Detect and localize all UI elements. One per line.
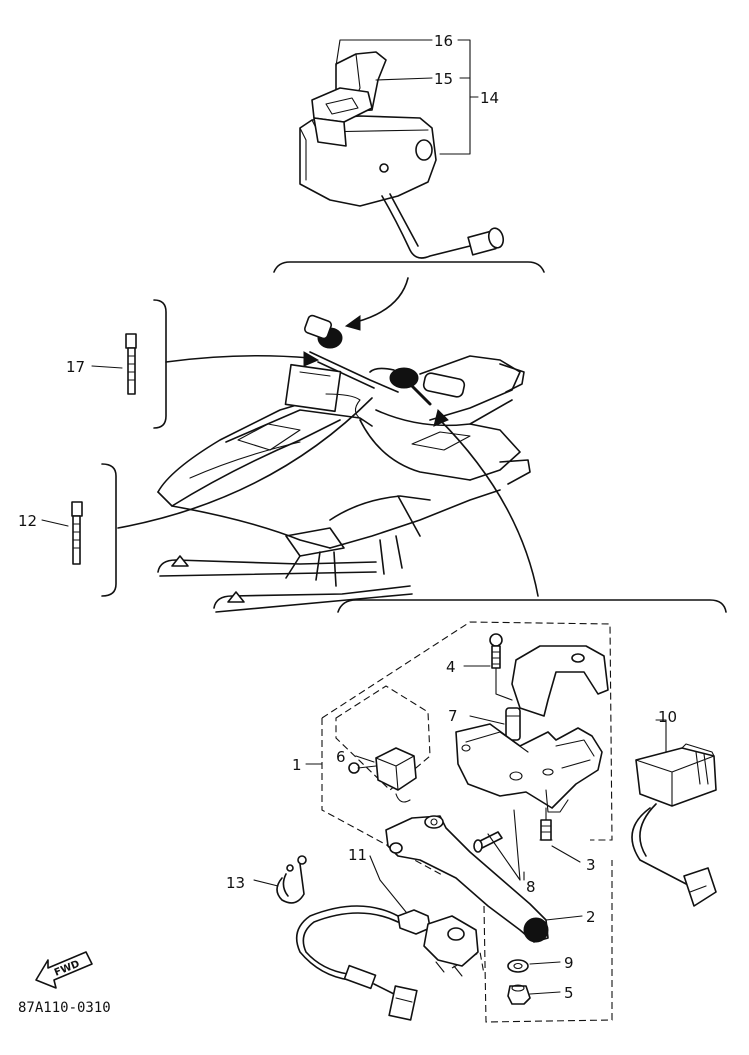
callout-5: 5 xyxy=(564,984,574,1002)
callout-4: 4 xyxy=(446,658,456,676)
drawing-code: 87A110-0310 xyxy=(18,1000,111,1016)
callout-3: 3 xyxy=(586,856,596,874)
callout-16: 16 xyxy=(434,32,453,50)
throttle-housing-icon xyxy=(299,51,505,259)
top-group-bracket xyxy=(273,261,545,273)
snowmobile-icon xyxy=(157,314,531,613)
callout-6: 6 xyxy=(336,748,346,766)
callout-17: 17 xyxy=(66,358,85,376)
brake-lever-icon xyxy=(295,633,717,1021)
callout-lines-bottom xyxy=(253,665,667,995)
cable-tie-icon xyxy=(91,333,137,395)
cable-tie-icon xyxy=(41,501,83,565)
assembly-frames xyxy=(321,621,613,1023)
callout-14: 14 xyxy=(480,89,499,107)
callout-7: 7 xyxy=(448,707,458,725)
callout-1: 1 xyxy=(292,756,302,774)
callout-11: 11 xyxy=(348,846,367,864)
callout-lines-top xyxy=(335,39,479,155)
pointer-arrow-bottom xyxy=(437,417,539,597)
bottom-group-bracket xyxy=(337,599,727,613)
callout-15: 15 xyxy=(434,70,453,88)
clip-13 xyxy=(276,855,307,904)
callout-9: 9 xyxy=(564,954,574,972)
callout-8: 8 xyxy=(526,878,536,896)
fwd-arrow-icon xyxy=(35,951,93,989)
callout-2: 2 xyxy=(586,908,596,926)
callout-12: 12 xyxy=(18,512,37,530)
callout-10: 10 xyxy=(658,708,677,726)
callout-13: 13 xyxy=(226,874,245,892)
left-group-brackets xyxy=(101,299,373,597)
pointer-arrow-top xyxy=(355,277,409,323)
